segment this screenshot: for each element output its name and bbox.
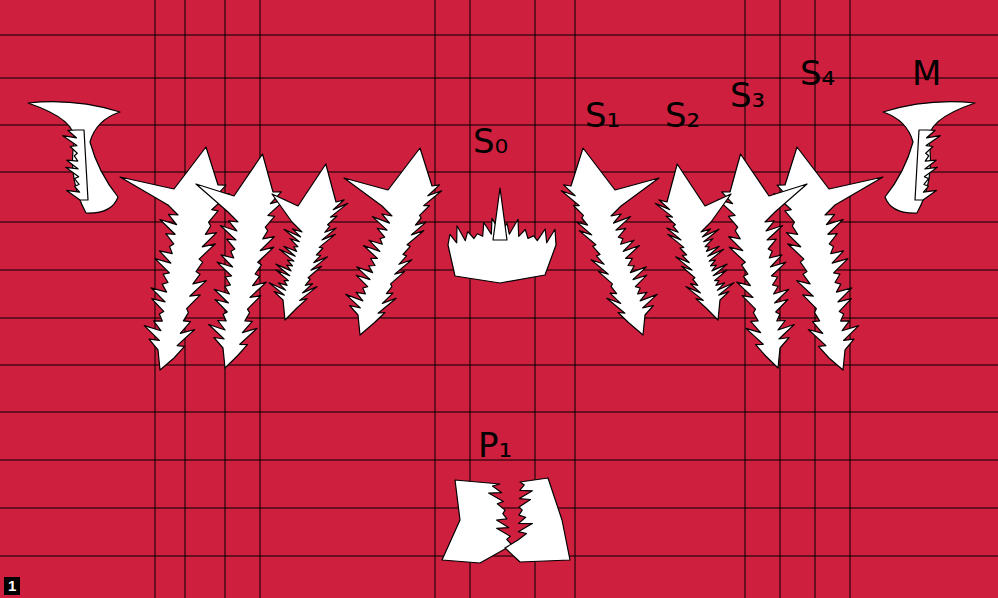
s-element <box>196 154 285 368</box>
s0-cusp <box>493 188 507 240</box>
element-label: S₂ <box>665 98 700 132</box>
s-element <box>269 164 348 320</box>
grid-line <box>0 365 998 366</box>
grid-line <box>575 0 576 598</box>
grid-line <box>260 0 261 598</box>
element-label: S₄ <box>800 56 835 90</box>
grid-line <box>0 412 998 413</box>
p1-element <box>442 480 512 563</box>
figure-number: 1 <box>4 577 20 595</box>
p1-element <box>505 478 570 562</box>
grid-line <box>0 78 998 79</box>
element-label: P₁ <box>478 428 512 462</box>
elements <box>28 102 975 563</box>
right-elements <box>561 102 975 370</box>
s-element <box>718 154 807 368</box>
s-element <box>344 148 442 335</box>
s-element <box>561 148 659 335</box>
element-label: S₃ <box>730 78 765 112</box>
m-element <box>883 102 975 213</box>
left-elements <box>28 102 442 370</box>
m-element <box>28 102 120 213</box>
grid-line <box>0 318 998 319</box>
m-denticles <box>63 130 88 200</box>
s-element <box>655 164 734 320</box>
grid-line <box>0 35 998 36</box>
element-label: M <box>912 56 941 90</box>
grid-line <box>780 0 781 598</box>
grid-line <box>0 172 998 173</box>
s-element <box>774 147 883 370</box>
grid-line <box>0 556 998 557</box>
element-label: S₁ <box>585 98 620 132</box>
s-element <box>120 147 229 370</box>
m-denticles <box>915 130 940 200</box>
element-label: S₀ <box>473 124 508 158</box>
grid-line <box>435 0 436 598</box>
